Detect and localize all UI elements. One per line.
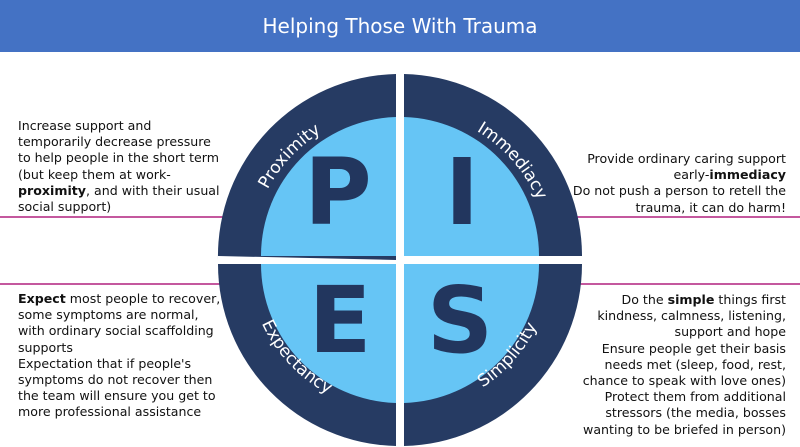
text-segment: Protect them from additional (604, 389, 786, 405)
text-segment: Increase support and (18, 118, 152, 133)
description-line: support and hope (583, 324, 786, 340)
text-segment: most people to recover, (65, 291, 221, 306)
text-segment: with ordinary social scaffolding (18, 323, 214, 339)
text-segment: kindness, calmness, listening, (597, 308, 786, 324)
description-line: temporarily decrease pressure (18, 134, 220, 150)
description-line: wanting to be briefed in person) (583, 422, 786, 438)
quadrant-immediacy (404, 117, 539, 256)
description-line: symptoms do not recover then (18, 372, 220, 388)
quadrant-expectancy (261, 264, 396, 403)
title-banner: Helping Those With Trauma (0, 0, 800, 52)
text-segment: to help people in the short term (18, 150, 219, 166)
description-line: some symptoms are normal, (18, 307, 220, 323)
text-segment: symptoms do not recover then (18, 372, 213, 388)
text-segment: chance to speak with love ones) (582, 373, 786, 389)
text-segment: , and with their usual (86, 182, 220, 198)
description-line: Expect most people to recover, (18, 291, 220, 307)
text-segment: early- (673, 167, 710, 183)
description-line: more professional assistance (18, 404, 220, 420)
description-line: to help people in the short term (18, 150, 220, 166)
description-line: chance to speak with love ones) (583, 373, 786, 389)
page-title: Helping Those With Trauma (262, 14, 538, 38)
description-line: needs met (sleep, food, rest, (583, 357, 786, 373)
quadrant-proximity (261, 117, 396, 256)
description-line: trauma, it can do harm! (573, 200, 786, 216)
text-segment: Do not push a person to retell the (572, 183, 786, 199)
text-segment: Ensure people get their basis (601, 340, 786, 356)
text-segment: needs met (sleep, food, rest, (604, 356, 786, 372)
description-line: with ordinary social scaffolding (18, 323, 220, 339)
description-line: Protect them from additional (583, 389, 786, 405)
text-segment: Do the (621, 292, 668, 307)
description-line: stressors (the media, bosses (583, 405, 786, 421)
text-segment: temporarily decrease pressure (18, 134, 211, 150)
text-segment: stressors (the media, bosses (605, 405, 786, 421)
description-line: Do not push a person to retell the (573, 183, 786, 199)
emphasis-text: Expect (18, 291, 66, 306)
description-line: social support) (18, 199, 220, 215)
emphasis-text: proximity (18, 182, 86, 198)
text-segment: (but keep them at work- (18, 166, 171, 182)
letter-proximity: P (304, 139, 371, 246)
text-segment: Expectation that if people's (18, 355, 192, 371)
description-line: (but keep them at work- (18, 167, 220, 183)
description-line: kindness, calmness, listening, (583, 308, 786, 324)
description-line: the team will ensure you get to (18, 388, 220, 404)
description-line: Do the simple things first (583, 292, 786, 308)
description-line: early-immediacy (573, 167, 786, 183)
text-segment: wanting to be briefed in person) (583, 421, 786, 437)
letter-simplicity: S (427, 267, 493, 374)
text-segment: trauma, it can do harm! (635, 199, 786, 215)
description-line: Provide ordinary caring support (573, 151, 786, 167)
description-line: proximity, and with their usual (18, 183, 220, 199)
text-segment: the team will ensure you get to (18, 388, 216, 404)
text-segment: Provide ordinary caring support (587, 151, 786, 166)
emphasis-text: immediacy (709, 167, 786, 183)
expectancy-description: Expect most people to recover,some sympt… (18, 291, 220, 421)
text-segment: support and hope (674, 324, 786, 340)
text-segment: things first (714, 292, 786, 307)
text-segment: more professional assistance (18, 404, 202, 420)
description-line: Expectation that if people's (18, 356, 220, 372)
text-segment: supports (18, 339, 73, 355)
text-segment: social support) (18, 199, 112, 215)
quadrant-simplicity (404, 264, 539, 403)
description-line: Ensure people get their basis (583, 341, 786, 357)
text-segment: some symptoms are normal, (18, 307, 199, 323)
letter-expectancy: E (309, 267, 372, 374)
emphasis-text: simple (667, 292, 715, 307)
description-line: supports (18, 340, 220, 356)
letter-immediacy: I (445, 139, 479, 246)
description-line: Increase support and (18, 118, 220, 134)
